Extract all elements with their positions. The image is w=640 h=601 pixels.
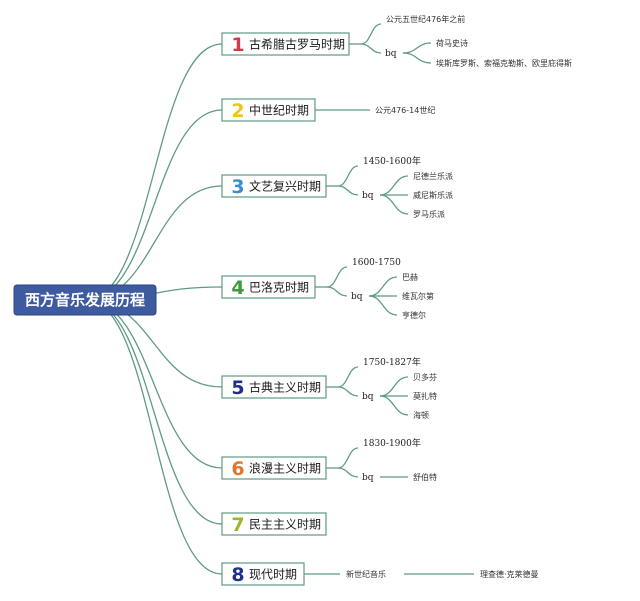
period-6-date: 1830-1900年 [363, 437, 421, 449]
branch-period-6-date [337, 447, 359, 469]
branch-period-4-date [326, 266, 348, 288]
period-number-1: 1 [231, 34, 244, 56]
period-label-5: 古典主义时期 [249, 380, 321, 395]
branch-period-4-bq [326, 286, 348, 297]
period-5-bq-label: bq [362, 392, 374, 402]
branch-period-3-date [337, 165, 359, 187]
period-box-3 [221, 174, 327, 198]
period-5-date: 1750-1827年 [363, 356, 421, 368]
branch-lines [85, 23, 474, 575]
branch-period-1-child-2 [402, 52, 432, 64]
period-label-3: 文艺复兴时期 [249, 179, 321, 194]
period-5-child-3: 海顿 [413, 410, 429, 420]
branch-root-to-period-1 [85, 43, 223, 301]
period-number-8: 8 [231, 564, 244, 586]
period-3-child-2: 威尼斯乐派 [413, 190, 453, 200]
branch-period-5-child-3 [379, 395, 409, 416]
period-6-child-1: 舒伯特 [413, 472, 437, 482]
period-1-child-1: 荷马史诗 [436, 38, 468, 48]
period-box-2 [221, 98, 316, 122]
period-box-1 [221, 32, 350, 56]
period-label-4: 巴洛克时期 [249, 280, 309, 295]
branch-period-5-child-1 [379, 376, 409, 397]
period-4-child-3: 亨德尔 [402, 310, 426, 320]
branch-root-to-period-7 [85, 299, 223, 525]
branch-root-to-period-2 [85, 109, 223, 301]
period-3-date: 1450-1600年 [363, 155, 421, 167]
period-number-3: 3 [231, 176, 244, 198]
period-number-4: 4 [231, 277, 244, 299]
period-label-6: 浪漫主义时期 [249, 461, 321, 476]
period-box-8 [221, 562, 305, 586]
period-label-2: 中世纪时期 [249, 103, 309, 118]
period-3-child-1: 尼德兰乐派 [413, 171, 453, 181]
branch-period-1-bq [360, 43, 382, 54]
period-number-5: 5 [231, 377, 244, 399]
period-label-1: 古希腊古罗马时期 [249, 37, 345, 52]
root-box [13, 284, 157, 316]
period-5-child-1: 贝多芬 [413, 372, 437, 382]
period-3-child-3: 罗马乐派 [413, 209, 445, 219]
period-label-8: 现代时期 [249, 568, 297, 582]
period-4-child-1: 巴赫 [402, 273, 418, 282]
period-number-7: 7 [231, 514, 244, 536]
period-3-bq-label: bq [362, 191, 374, 201]
branch-period-4-child-1 [368, 276, 398, 297]
period-box-6 [221, 456, 327, 480]
period-4-child-2: 维瓦尔第 [402, 291, 434, 301]
branch-period-1-date [360, 23, 382, 45]
period-8-item: 新世纪音乐 [346, 569, 386, 579]
period-2-date: 公元476-14世纪 [375, 105, 435, 115]
period-4-date: 1600-1750 [352, 258, 401, 268]
period-1-date: 公元五世纪476年之前 [386, 14, 465, 24]
period-1-child-2: 埃斯库罗斯、索福克勒斯、欧里庇得斯 [436, 58, 572, 68]
period-box-7 [221, 512, 327, 536]
branch-period-5-date [337, 366, 359, 388]
branch-period-3-bq [337, 185, 359, 196]
period-label-7: 民主主义时期 [249, 518, 321, 532]
period-number-2: 2 [231, 100, 244, 122]
period-number-6: 6 [231, 458, 244, 480]
mind-map-nodes: 西方音乐发展历程 1 古希腊古罗马时期 公元五世纪476年之前 bq 荷马史诗埃斯库罗斯、… [13, 14, 572, 586]
branch-period-5-bq [337, 386, 359, 397]
period-6-bq-label: bq [362, 473, 374, 483]
period-4-bq-label: bq [351, 292, 363, 302]
branch-period-1-child-1 [402, 42, 432, 54]
branch-period-4-child-3 [368, 295, 398, 316]
period-box-5 [221, 375, 327, 399]
branch-period-6-bq [337, 467, 359, 478]
period-1-bq-label: bq [385, 49, 397, 59]
period-8-child: 理查德·克莱德曼 [480, 569, 539, 579]
period-5-child-2: 莫扎特 [413, 391, 437, 401]
branch-period-3-child-1 [379, 175, 409, 196]
branch-root-to-period-8 [85, 299, 223, 575]
period-box-4 [221, 275, 316, 299]
root-title: 西方音乐发展历程 [25, 291, 145, 309]
branch-period-3-child-3 [379, 194, 409, 215]
